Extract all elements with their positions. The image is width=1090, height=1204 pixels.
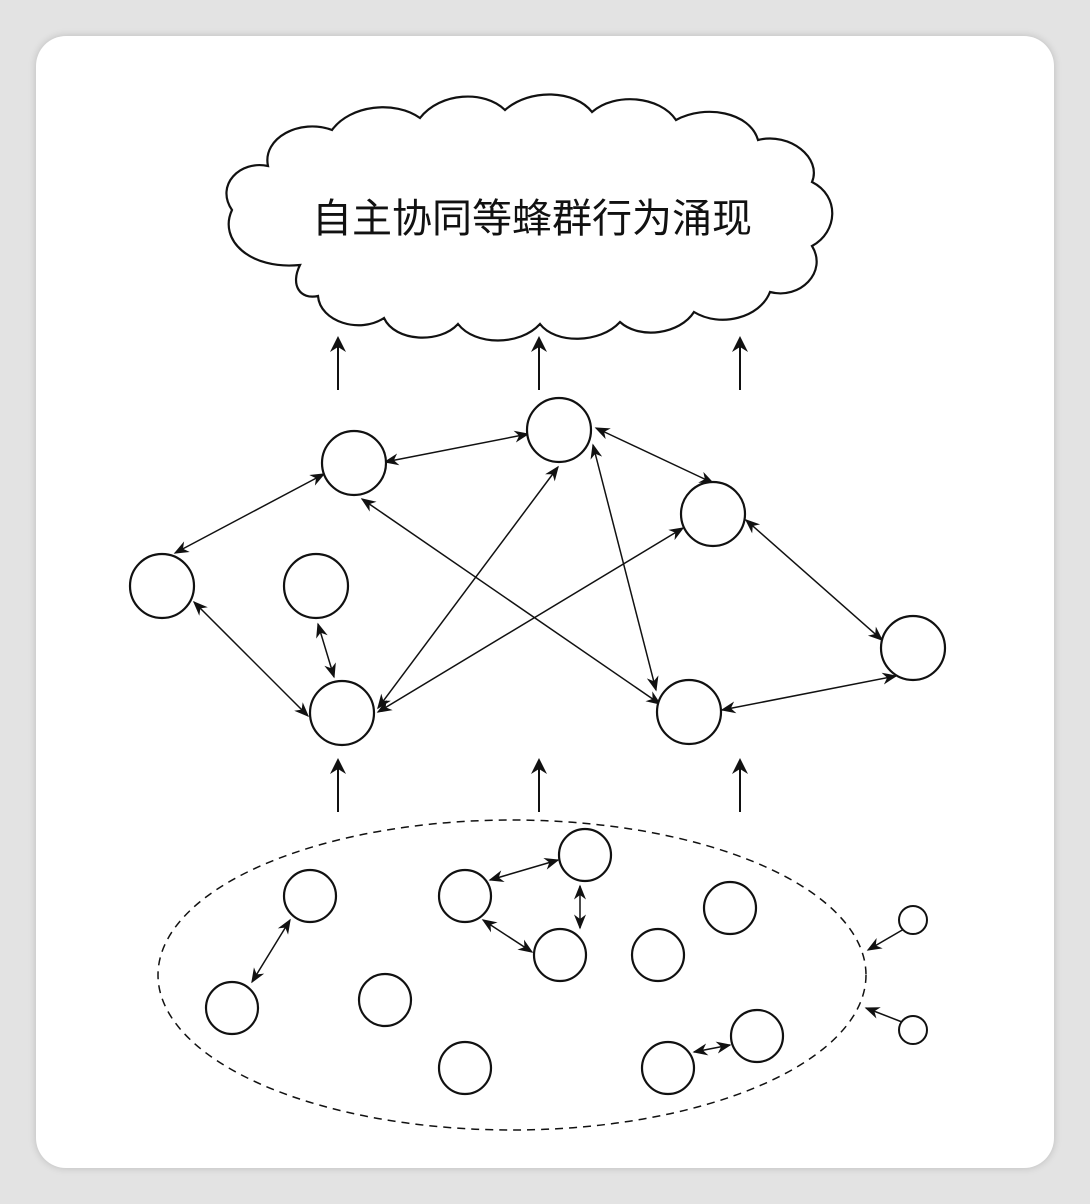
network-node xyxy=(282,552,350,620)
network-node xyxy=(879,614,947,682)
network-node xyxy=(679,480,747,548)
agent-node xyxy=(630,927,686,983)
agent-node xyxy=(437,868,493,924)
upward-arrows xyxy=(330,336,748,812)
agent-node xyxy=(437,1040,493,1096)
network-node xyxy=(308,679,376,747)
agent-node xyxy=(357,972,413,1028)
emergence-cloud: 自主协同等蜂群行为涌现 xyxy=(225,93,834,342)
network-node xyxy=(320,429,388,497)
agent-node xyxy=(282,868,338,924)
network-node xyxy=(525,396,593,464)
network-nodes xyxy=(128,396,947,747)
agent-node xyxy=(204,980,260,1036)
agent-pool xyxy=(157,819,928,1131)
incoming-agent-node xyxy=(898,1015,928,1045)
network-edges xyxy=(173,427,898,718)
agent-node xyxy=(729,1008,785,1064)
agent-node xyxy=(640,1040,696,1096)
agent-node xyxy=(702,880,758,936)
agent-node xyxy=(557,827,613,883)
network-node xyxy=(128,552,196,620)
agent-pool-boundary xyxy=(157,819,867,1131)
cloud-title: 自主协同等蜂群行为涌现 xyxy=(312,196,752,242)
incoming-agent-node xyxy=(898,905,928,935)
incoming-agents xyxy=(898,905,928,1045)
agent-links xyxy=(251,858,905,1056)
network-node xyxy=(655,678,723,746)
agent-node xyxy=(532,927,588,983)
agent-nodes xyxy=(204,827,785,1096)
